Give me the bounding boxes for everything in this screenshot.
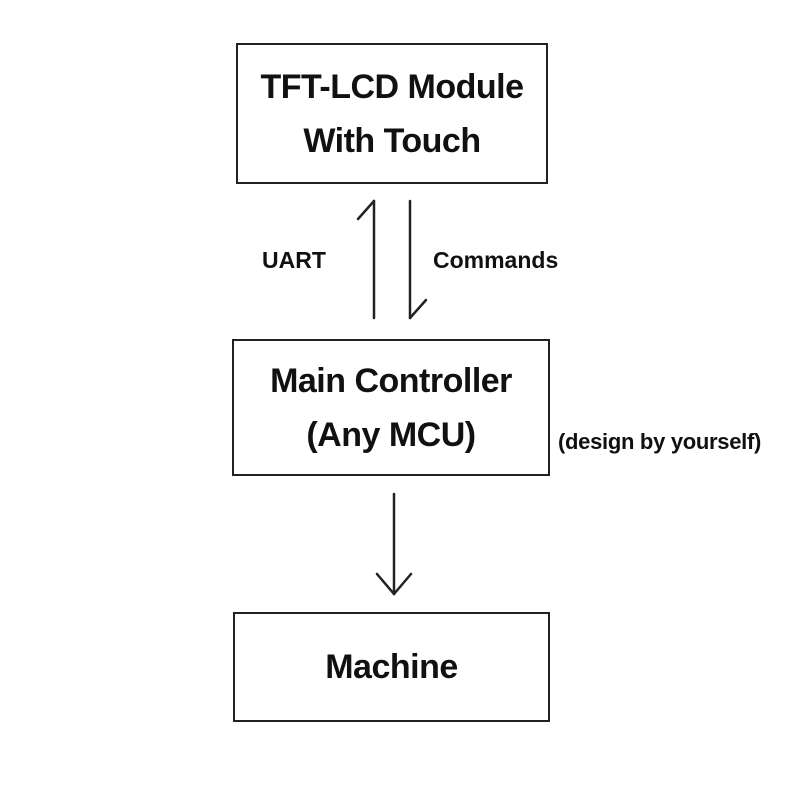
main-controller-label-line-1: Main Controller [270, 361, 512, 400]
commands-down-arrow [408, 199, 428, 320]
commands-arrow-barb [408, 298, 428, 320]
uart-arrow-barb [356, 199, 376, 221]
machine-arrow-head [375, 572, 413, 596]
controller-to-machine-arrow [375, 492, 413, 596]
main-controller-box: Main Controller (Any MCU) [232, 339, 550, 476]
design-note: (design by yourself) [558, 429, 762, 454]
main-controller-label-line-2: (Any MCU) [306, 415, 476, 454]
tft-lcd-module-label-line-1: TFT-LCD Module [260, 67, 524, 106]
tft-lcd-module-box: TFT-LCD Module With Touch [236, 43, 548, 184]
tft-lcd-module-label-line-2: With Touch [303, 121, 481, 160]
machine-box: Machine [233, 612, 550, 722]
machine-label: Machine [325, 648, 458, 686]
commands-label: Commands [433, 247, 559, 273]
uart-up-arrow [356, 199, 376, 320]
uart-label: UART [262, 247, 326, 273]
